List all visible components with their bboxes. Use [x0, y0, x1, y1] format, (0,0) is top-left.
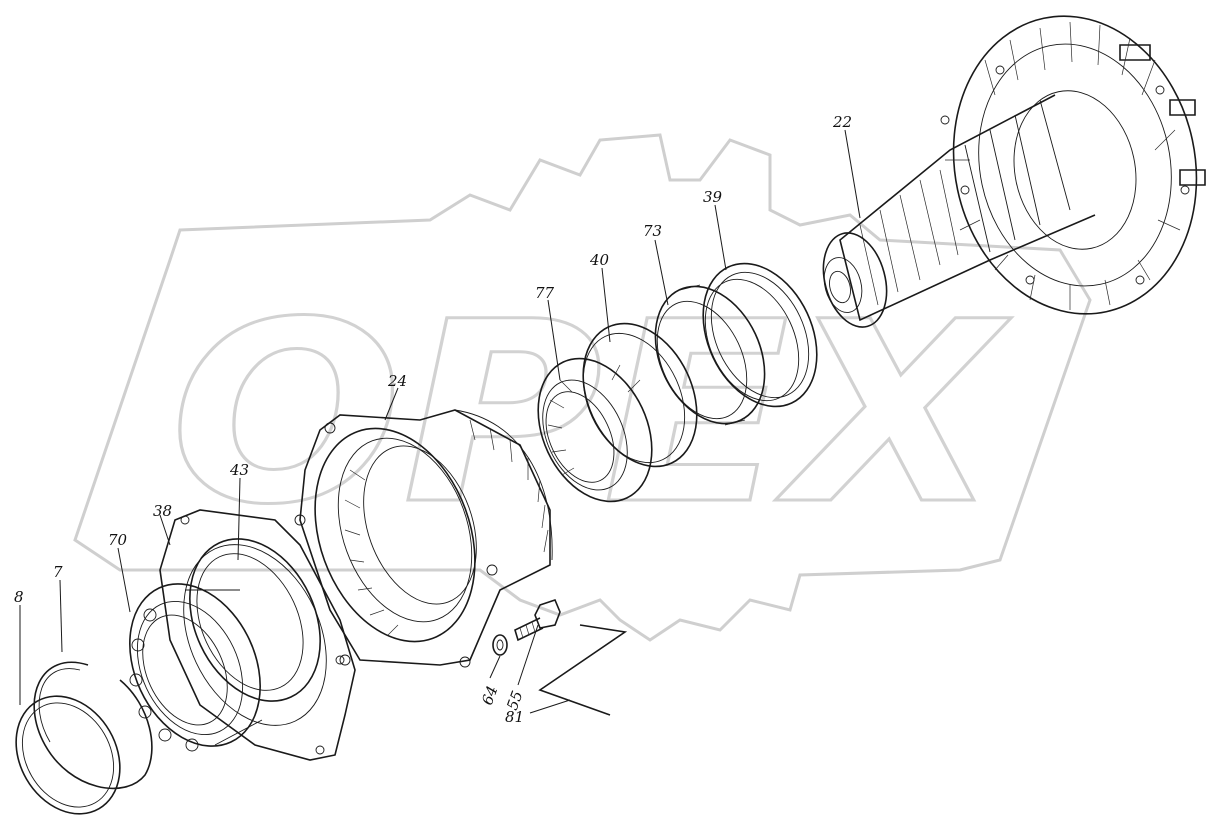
callout-7: 7: [53, 563, 63, 581]
callout-39: 39: [703, 188, 723, 206]
callout-73: 73: [643, 222, 662, 240]
part-55-bolt: [514, 599, 561, 642]
callout-55: 55: [503, 688, 526, 712]
callout-24: 24: [387, 372, 407, 390]
part-70-roller-bearing: [129, 583, 263, 752]
callout-labels: 8 7 70 38 43 24 77 40 73 39 22 64 55 81: [14, 113, 852, 726]
part-39-ring: [702, 262, 818, 408]
part-43-seal: [189, 538, 321, 702]
callout-81: 81: [505, 708, 524, 726]
part-38-gasket: [159, 509, 356, 761]
part-22-flange-shaft: [822, 15, 1206, 328]
callout-38: 38: [153, 502, 172, 520]
part-8-retaining-ring: [15, 695, 121, 815]
part-64-washer: [492, 634, 508, 656]
callout-8: 8: [14, 588, 24, 606]
leader-lines: [19, 129, 861, 714]
part-81-wire-pin: [538, 624, 628, 716]
callout-77: 77: [535, 284, 555, 302]
part-73-ring: [654, 284, 766, 426]
callout-40: 40: [589, 251, 610, 269]
callout-43: 43: [229, 461, 249, 479]
part-24-housing: [294, 409, 553, 668]
watermark-gear-outline: [73, 133, 1092, 642]
callout-22: 22: [832, 113, 852, 131]
callout-64: 64: [478, 683, 501, 707]
part-77-bearing: [537, 357, 653, 503]
callout-70: 70: [108, 531, 128, 549]
watermark: ОРЕХ: [73, 133, 1092, 642]
part-7-snap-ring: [33, 661, 153, 790]
